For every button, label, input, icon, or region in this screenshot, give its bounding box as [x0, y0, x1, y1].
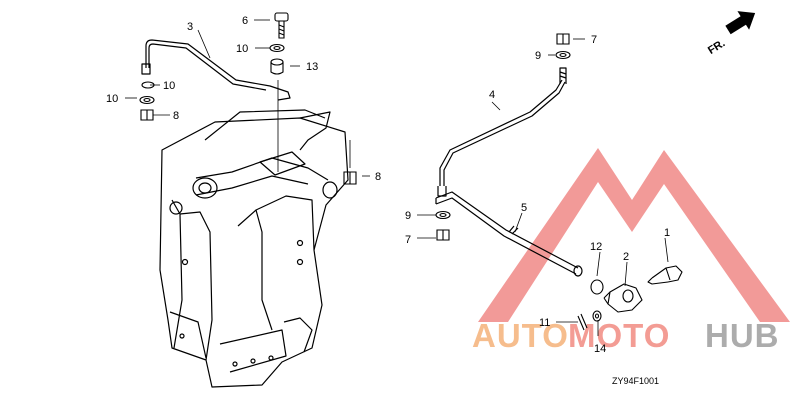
watermark-triangle-mark	[478, 148, 790, 322]
callout-labels: 3 6 10 13 10 10 8 8 7 9 4 9 5 7 1 12 2 1…	[106, 15, 670, 355]
callout-9: 9	[535, 50, 541, 62]
part-8-nut	[343, 171, 357, 185]
part-14-washer	[592, 310, 602, 322]
callout-10: 10	[106, 93, 118, 105]
right-hardware	[435, 33, 571, 241]
part-8-nut	[140, 109, 154, 121]
part-4-link-rod	[437, 67, 567, 197]
callout-10: 10	[163, 80, 175, 92]
part-6-bolt	[274, 12, 289, 22]
joint-parts	[577, 265, 683, 331]
part-10-washer	[269, 43, 285, 53]
callout-4: 4	[489, 89, 495, 101]
callout-11: 11	[539, 317, 550, 329]
watermark-logo: AUTO MOTO HUB	[472, 148, 790, 354]
callout-8: 8	[173, 110, 179, 122]
part-9-washer	[435, 210, 451, 220]
callout-13: 13	[306, 61, 318, 73]
callout-3: 3	[187, 21, 193, 33]
watermark-auto: AUTO	[472, 317, 569, 354]
callout-8: 8	[375, 171, 381, 183]
callout-10: 10	[236, 43, 248, 55]
part-12-o-ring	[590, 279, 604, 295]
callout-7: 7	[405, 234, 411, 246]
diagram-code: ZY94F1001	[612, 376, 659, 386]
leader-lines	[125, 19, 669, 336]
part-13-collar	[270, 62, 284, 75]
part-3-control-rod	[141, 39, 291, 101]
left-hardware	[139, 12, 357, 185]
callout-14: 14	[594, 343, 606, 355]
callout-9: 9	[405, 210, 411, 222]
part-9-washer	[555, 50, 571, 60]
front-direction-label: FR.	[706, 37, 727, 57]
callout-12: 12	[590, 241, 602, 253]
watermark-hub: HUB	[705, 317, 780, 354]
part-2-ball-joint	[607, 283, 643, 313]
bracket-assembly	[159, 109, 349, 388]
part-10-washer	[139, 95, 155, 105]
watermark-moto: MOTO	[568, 317, 670, 354]
callout-5: 5	[521, 202, 527, 214]
part-7-nut	[436, 229, 450, 241]
callout-6: 6	[242, 15, 248, 27]
part-10-washer	[141, 81, 155, 89]
callout-1: 1	[664, 227, 670, 239]
callout-7: 7	[591, 34, 597, 46]
part-11-pin	[577, 313, 588, 331]
part-1-screw	[651, 265, 683, 283]
part-7-nut	[556, 33, 570, 45]
part-5-shaft	[435, 191, 583, 277]
front-direction-arrow	[725, 11, 756, 35]
callout-2: 2	[623, 251, 629, 263]
